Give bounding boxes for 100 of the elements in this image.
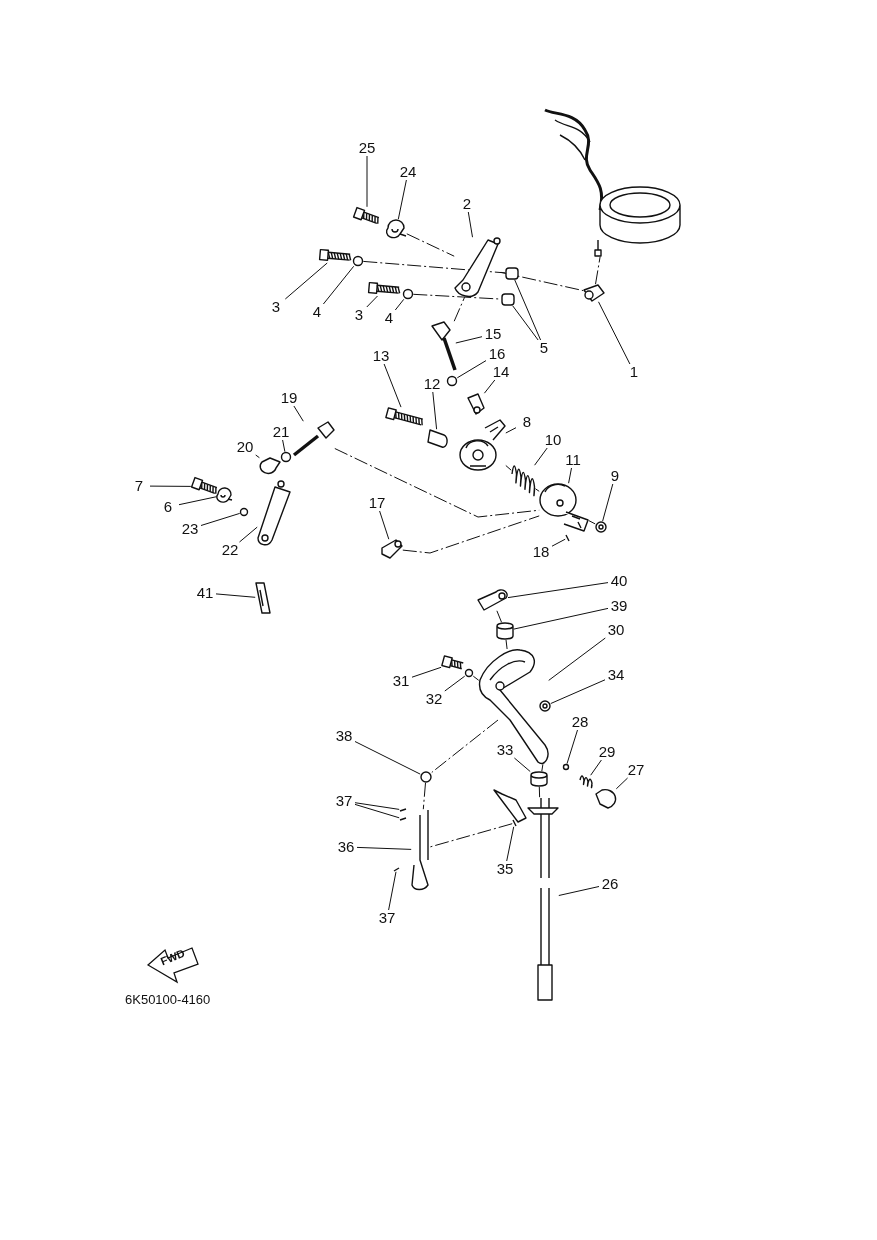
centerline [496,610,502,623]
bushing [385,219,407,239]
lever-arm [454,237,501,298]
link [583,284,605,302]
joint [381,539,403,559]
nut [280,451,292,463]
bolt [441,655,464,670]
nut [352,255,364,267]
callout-number: 15 [482,326,504,342]
leader-line [551,538,566,547]
centerline [505,465,512,471]
bolt [352,206,380,225]
callout-number: 38 [333,728,355,744]
callout-number: 24 [397,164,419,180]
pin [512,819,517,827]
callout-number: 6 [157,499,179,515]
centerline [428,823,513,848]
callout-number: 4 [378,310,400,326]
callout-number: 11 [562,452,584,468]
spring [511,465,536,497]
cam [539,483,589,532]
leader-line [388,871,397,911]
centerline [472,675,480,681]
lever-drum [459,419,506,471]
shift-arm [411,809,429,891]
centerline [534,488,540,492]
callout-number: 35 [494,861,516,877]
callout-number: 23 [179,521,201,537]
callout-number: 9 [604,468,626,484]
bushing [501,293,515,306]
joint [467,393,485,415]
leader-line [598,301,631,365]
callout-number: 8 [516,414,538,430]
leader-line [356,846,412,850]
centerline [431,719,499,773]
callout-number: 14 [490,364,512,380]
centerline [422,782,426,810]
lever-arm [257,480,291,546]
callout-number: 3 [265,299,287,315]
joint [477,589,508,611]
pin [399,817,407,821]
leader-line [558,886,600,896]
leader-line [432,391,438,430]
leader-line [354,802,400,810]
callout-number: 28 [569,714,591,730]
bolt [318,248,352,261]
leader-line [293,405,304,422]
leader-line [514,279,542,341]
leader-line [354,803,400,819]
leader-line [200,512,241,526]
callout-number: 19 [278,390,300,406]
pin [393,867,400,872]
collar [427,429,448,448]
leader-line [566,729,578,765]
callout-number: 12 [421,376,443,392]
centerline [541,763,544,772]
bushing [530,771,548,787]
threaded-rod [431,321,457,371]
callout-number: 32 [423,691,445,707]
leader-line [397,179,407,220]
callout-number: 4 [306,304,328,320]
nut [446,375,458,387]
leader-line [411,666,442,678]
centerline [402,515,540,554]
callout-number: 37 [333,793,355,809]
washer [464,668,474,678]
leader-line [483,379,496,394]
callout-number: 5 [533,340,555,356]
callout-number: 40 [608,573,630,589]
bracket [478,649,549,765]
leader-line [149,485,192,487]
remote-control-drawing [544,108,681,257]
bolt [190,476,218,495]
centerline [505,639,508,650]
leader-line [366,155,368,208]
callout-number: 13 [370,348,392,364]
leader-line [615,777,629,790]
collar [496,622,514,640]
callout-number: 27 [625,762,647,778]
leader-line [513,607,609,630]
callout-number: 20 [234,439,256,455]
leader-line [366,295,378,308]
nut [239,507,249,517]
shaft [527,797,559,1001]
callout-number: 33 [494,742,516,758]
centerline [500,271,584,292]
leader-line [239,526,258,543]
leader-line [505,427,517,434]
leader-line [513,757,531,772]
leader-line [178,496,217,506]
bushing [505,267,519,280]
centerline [588,520,596,525]
leader-line [284,262,328,300]
leader-line [455,336,483,344]
knob [595,788,617,809]
callout-number: 10 [542,432,564,448]
callout-number: 16 [486,346,508,362]
leader-line [568,467,572,484]
callout-number: 30 [605,622,627,638]
nut [402,288,414,300]
